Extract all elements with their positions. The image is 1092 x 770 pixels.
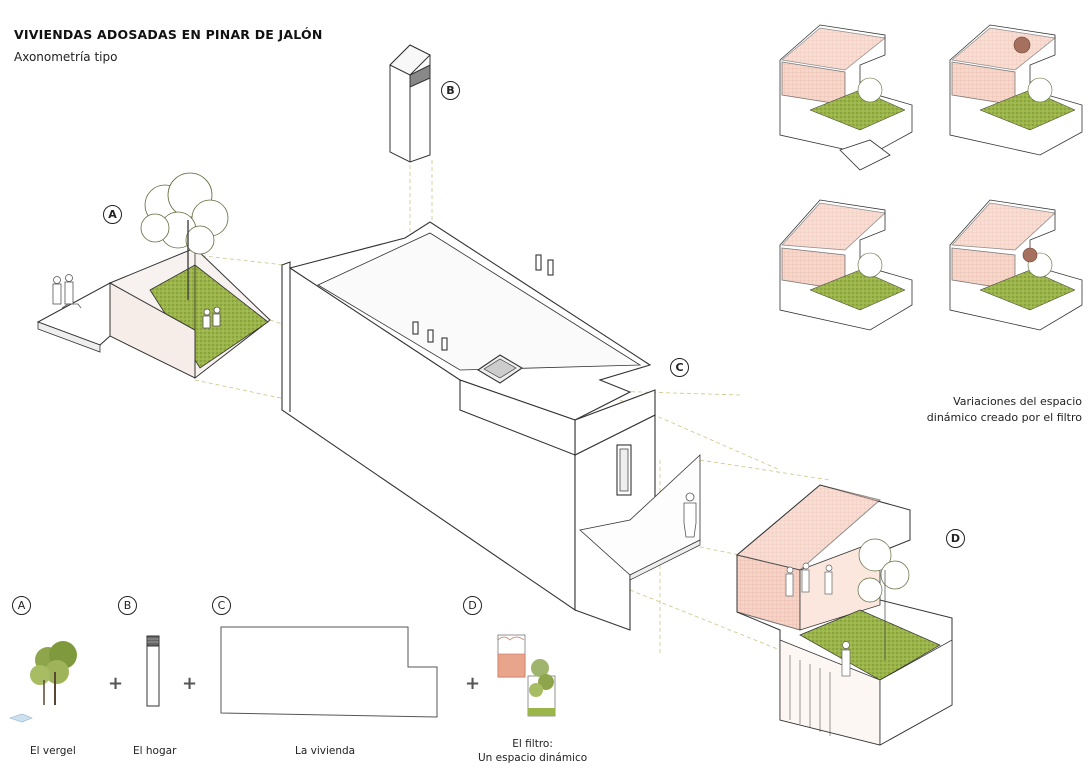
legend-marker-b: B: [118, 596, 137, 615]
variations-caption-line-1: Variaciones del espacio: [953, 395, 1082, 408]
variations-caption-line-2: dinámico creado por el filtro: [926, 410, 1082, 424]
variation-thumbnail-4: [949, 199, 1083, 331]
legend-caption-c: La vivienda: [295, 745, 356, 757]
house-axonometric: [281, 221, 701, 631]
legend-caption-a: El vergel: [30, 745, 76, 757]
person-icon: [683, 492, 697, 538]
page-subtitle: Axonometría tipo: [14, 50, 118, 64]
people-icon: [52, 274, 221, 329]
legend-caption-b: El hogar: [133, 745, 177, 757]
plus-icon: +: [182, 673, 198, 694]
marker-b: B: [441, 81, 460, 100]
legend-filter-icon: [497, 634, 556, 717]
variation-thumbnail-1: [779, 24, 913, 171]
tree-icon: [140, 172, 229, 300]
plus-icon: +: [465, 673, 481, 694]
legend-chimney-icon: [146, 635, 160, 707]
legend-marker-c: C: [212, 596, 231, 615]
filter-axonometric: [735, 484, 953, 746]
legend-tree-icon: [9, 641, 77, 723]
legend-house-plan-icon: [220, 626, 438, 718]
marker-a: A: [103, 205, 122, 224]
marker-d: D: [946, 529, 965, 548]
variation-thumbnail-3: [779, 199, 913, 331]
chimney-axonometric: [389, 44, 431, 163]
legend-caption-d-line-2: Un espacio dinámico: [478, 751, 588, 764]
variations-caption: Variaciones del espacio dinámico creado …: [927, 394, 1082, 426]
garden-axonometric: [36, 172, 271, 379]
legend-caption-d-line-1: El filtro:: [512, 738, 553, 750]
marker-c: C: [670, 358, 689, 377]
legend-marker-d: D: [463, 596, 482, 615]
legend-marker-a: A: [12, 596, 31, 615]
variation-thumbnail-2: [949, 24, 1083, 156]
page-title: VIVIENDAS ADOSADAS EN PINAR DE JALÓN: [14, 27, 323, 42]
legend-caption-d: El filtro: Un espacio dinámico: [478, 738, 587, 765]
plus-icon: +: [108, 673, 124, 694]
people-icon: [785, 562, 851, 677]
